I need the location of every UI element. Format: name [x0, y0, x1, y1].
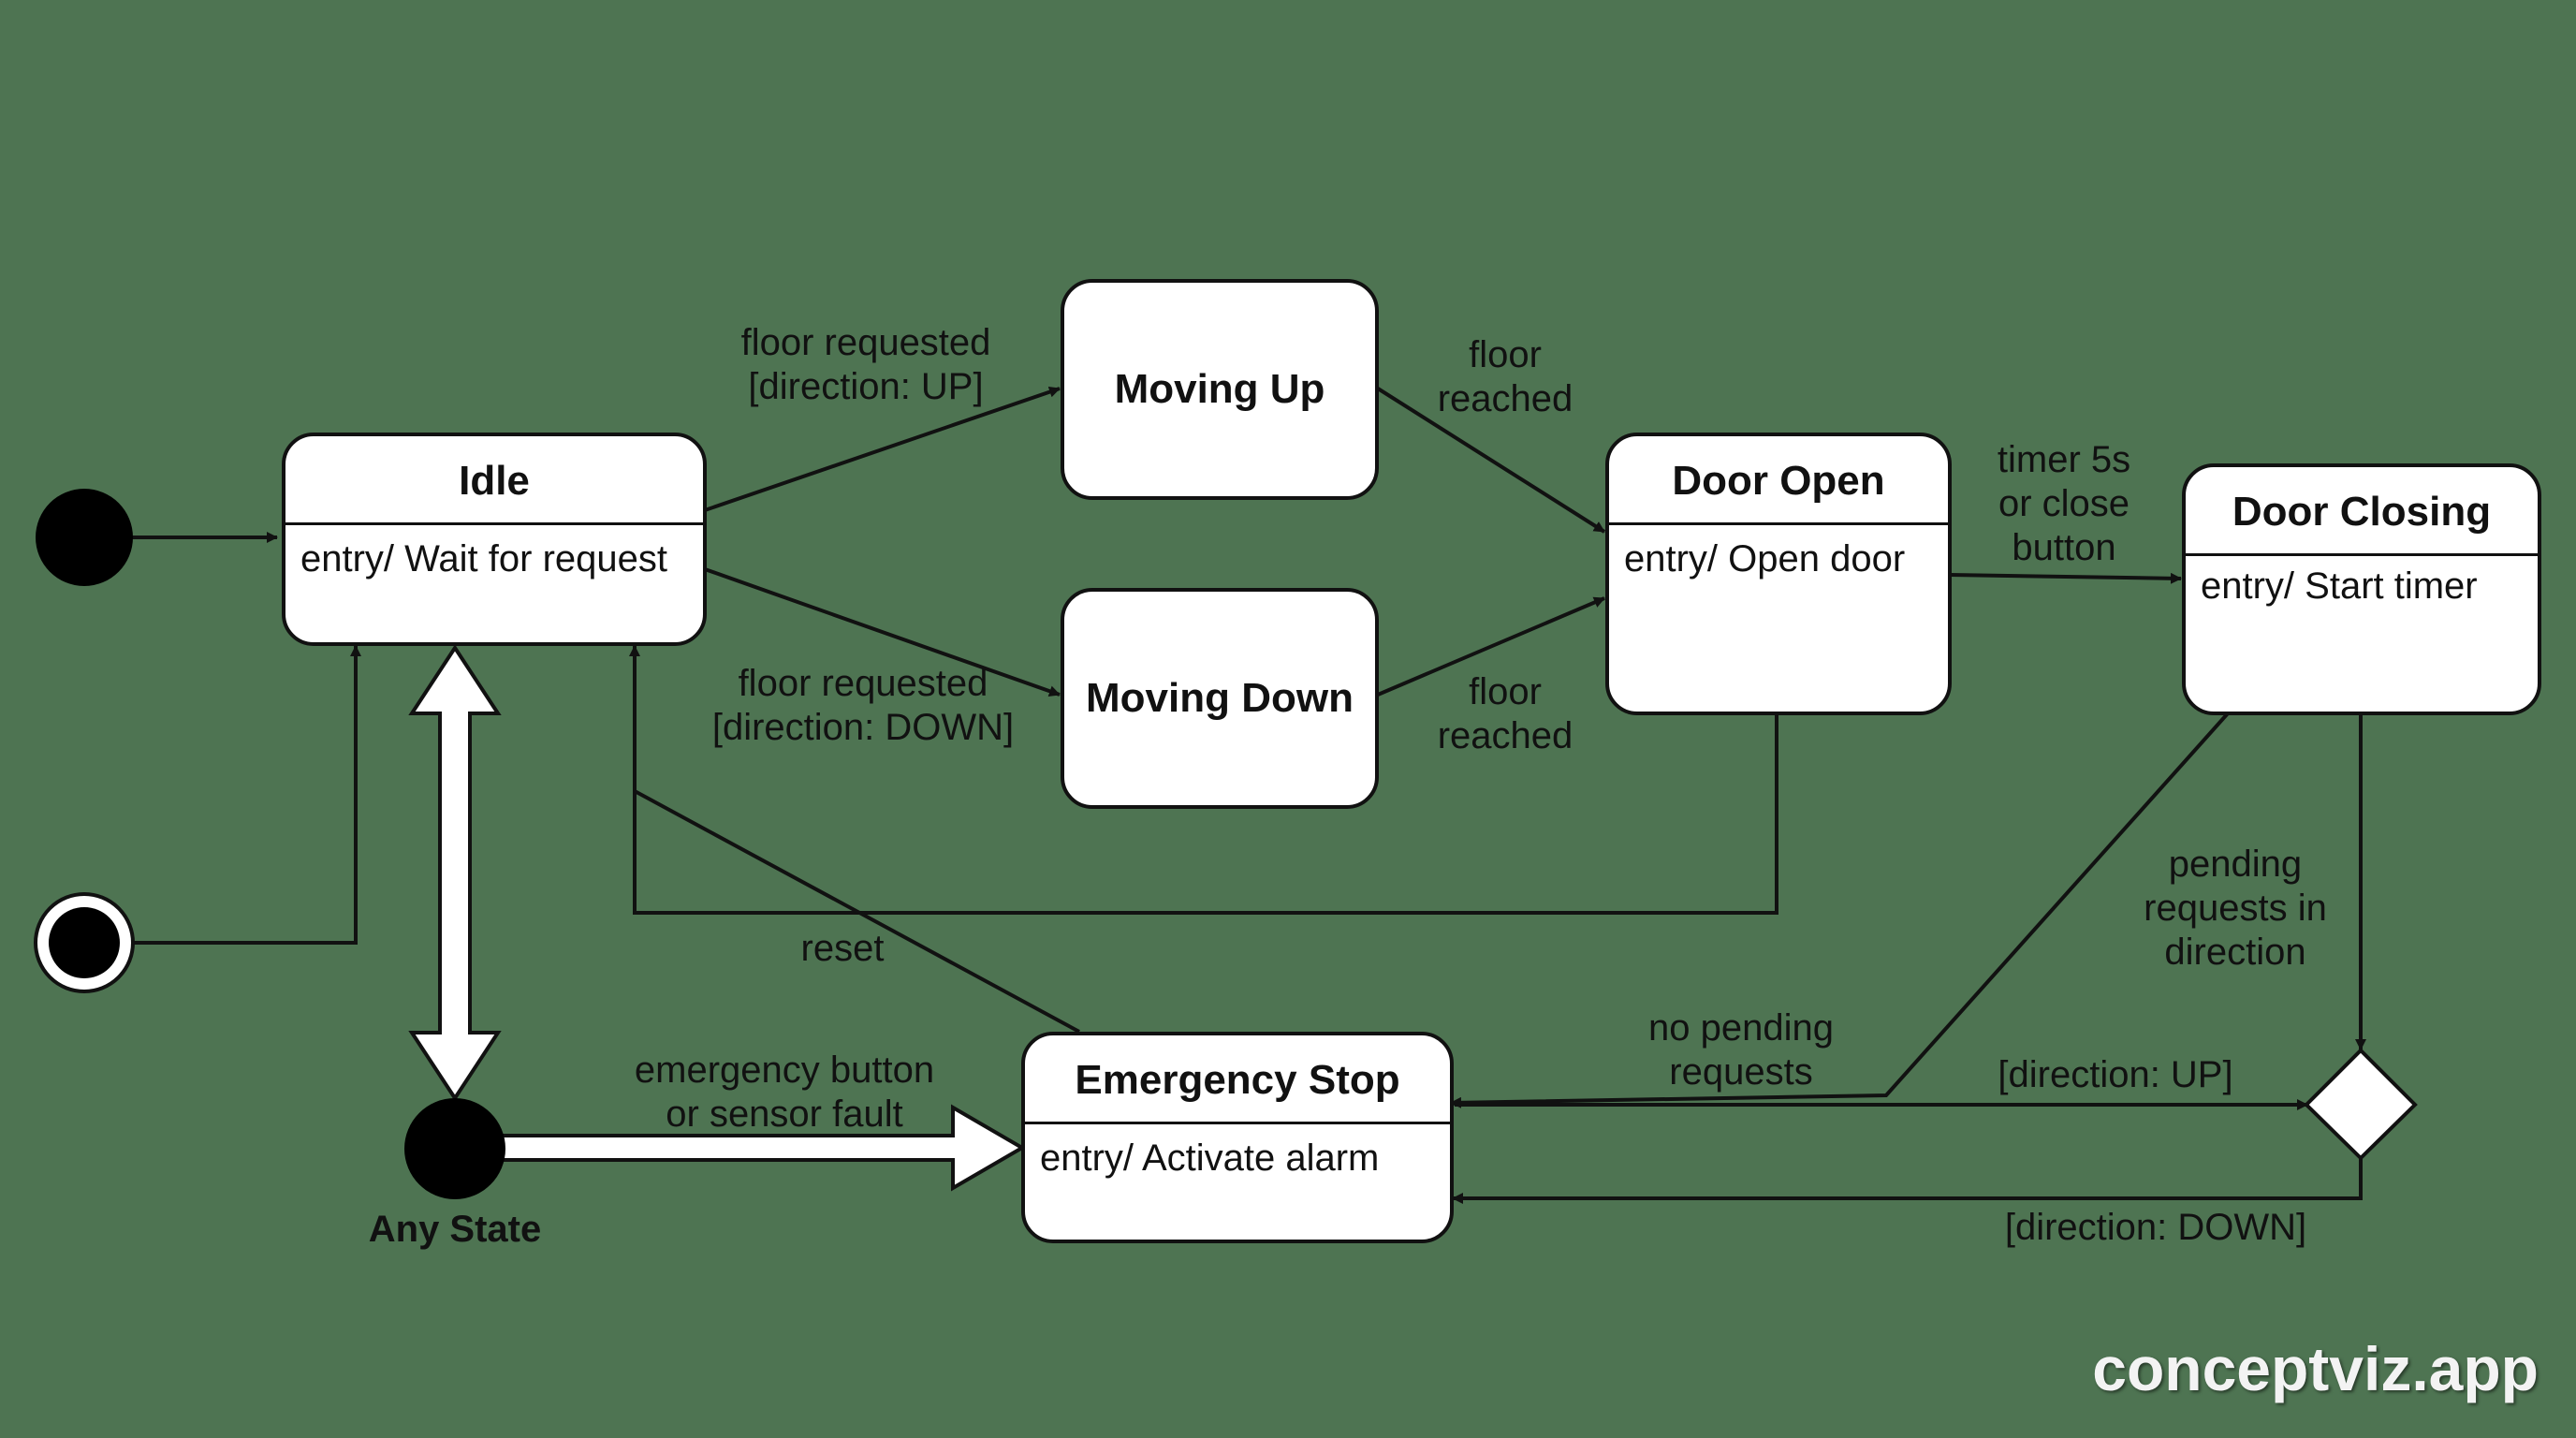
emergency-reset-line	[634, 789, 1080, 1034]
state-door-open-entry: entry/ Open door	[1624, 538, 1906, 580]
watermark: conceptviz.app	[2092, 1334, 2539, 1403]
state-door-open-title: Door Open	[1609, 436, 1948, 525]
door-open-to-idle-arrow	[629, 645, 1778, 915]
state-door-closing-entry: entry/ Start timer	[2201, 565, 2478, 607]
any-state-to-emergency-arrow	[496, 1104, 1026, 1192]
state-door-open: Door Open entry/ Open door	[1605, 433, 1952, 715]
label-reset: reset	[800, 928, 885, 969]
label-up-to-open: floor reached	[1437, 334, 1573, 419]
state-idle-entry: entry/ Wait for request	[300, 538, 667, 580]
label-idle-to-down: floor requested [direction: DOWN]	[711, 663, 1015, 748]
state-idle-title: Idle	[285, 436, 703, 525]
state-door-closing: Door Closing entry/ Start timer	[2182, 463, 2541, 715]
label-idle-to-up: floor requested [direction: UP]	[740, 322, 991, 407]
label-direction-up: [direction: UP]	[1998, 1054, 2233, 1095]
state-moving-up-title: Moving Up	[1114, 366, 1325, 412]
moving-up-to-door-open-arrow	[1376, 387, 1606, 534]
any-state-node	[404, 1098, 505, 1199]
label-no-pending: no pending requests	[1648, 1007, 1834, 1093]
state-moving-down: Moving Down	[1061, 588, 1379, 809]
choice-diamond	[2304, 1048, 2418, 1161]
label-pending: pending requests in direction	[2144, 844, 2327, 973]
label-direction-down: [direction: DOWN]	[2004, 1207, 2307, 1248]
idle-to-moving-up-arrow	[704, 386, 1061, 512]
label-open-to-closing: timer 5s or close button	[1997, 439, 2131, 568]
initial-state-node	[36, 489, 133, 586]
final-state-node-inner	[49, 907, 120, 978]
moving-down-to-door-open-arrow	[1377, 596, 1605, 697]
idle-to-moving-down-arrow	[704, 567, 1061, 697]
state-moving-up: Moving Up	[1061, 279, 1379, 500]
any-state-label: Any State	[368, 1209, 542, 1250]
secondary-initial-to-idle-arrow	[125, 645, 361, 945]
state-idle: Idle entry/ Wait for request	[282, 433, 707, 646]
state-emergency-stop-entry: entry/ Activate alarm	[1040, 1137, 1380, 1179]
state-emergency-stop-title: Emergency Stop	[1025, 1035, 1450, 1124]
label-down-to-open: floor reached	[1437, 671, 1573, 756]
state-door-closing-title: Door Closing	[2186, 467, 2538, 556]
any-state-idle-double-arrow	[408, 644, 502, 1102]
label-emergency: emergency button or sensor fault	[634, 1049, 935, 1135]
door-open-to-door-closing-arrow	[1949, 572, 2182, 584]
state-emergency-stop: Emergency Stop entry/ Activate alarm	[1021, 1032, 1454, 1243]
no-pending-arrow	[1450, 712, 2230, 1108]
direction-down-arrow	[1452, 1158, 2363, 1204]
state-moving-down-title: Moving Down	[1086, 675, 1354, 721]
